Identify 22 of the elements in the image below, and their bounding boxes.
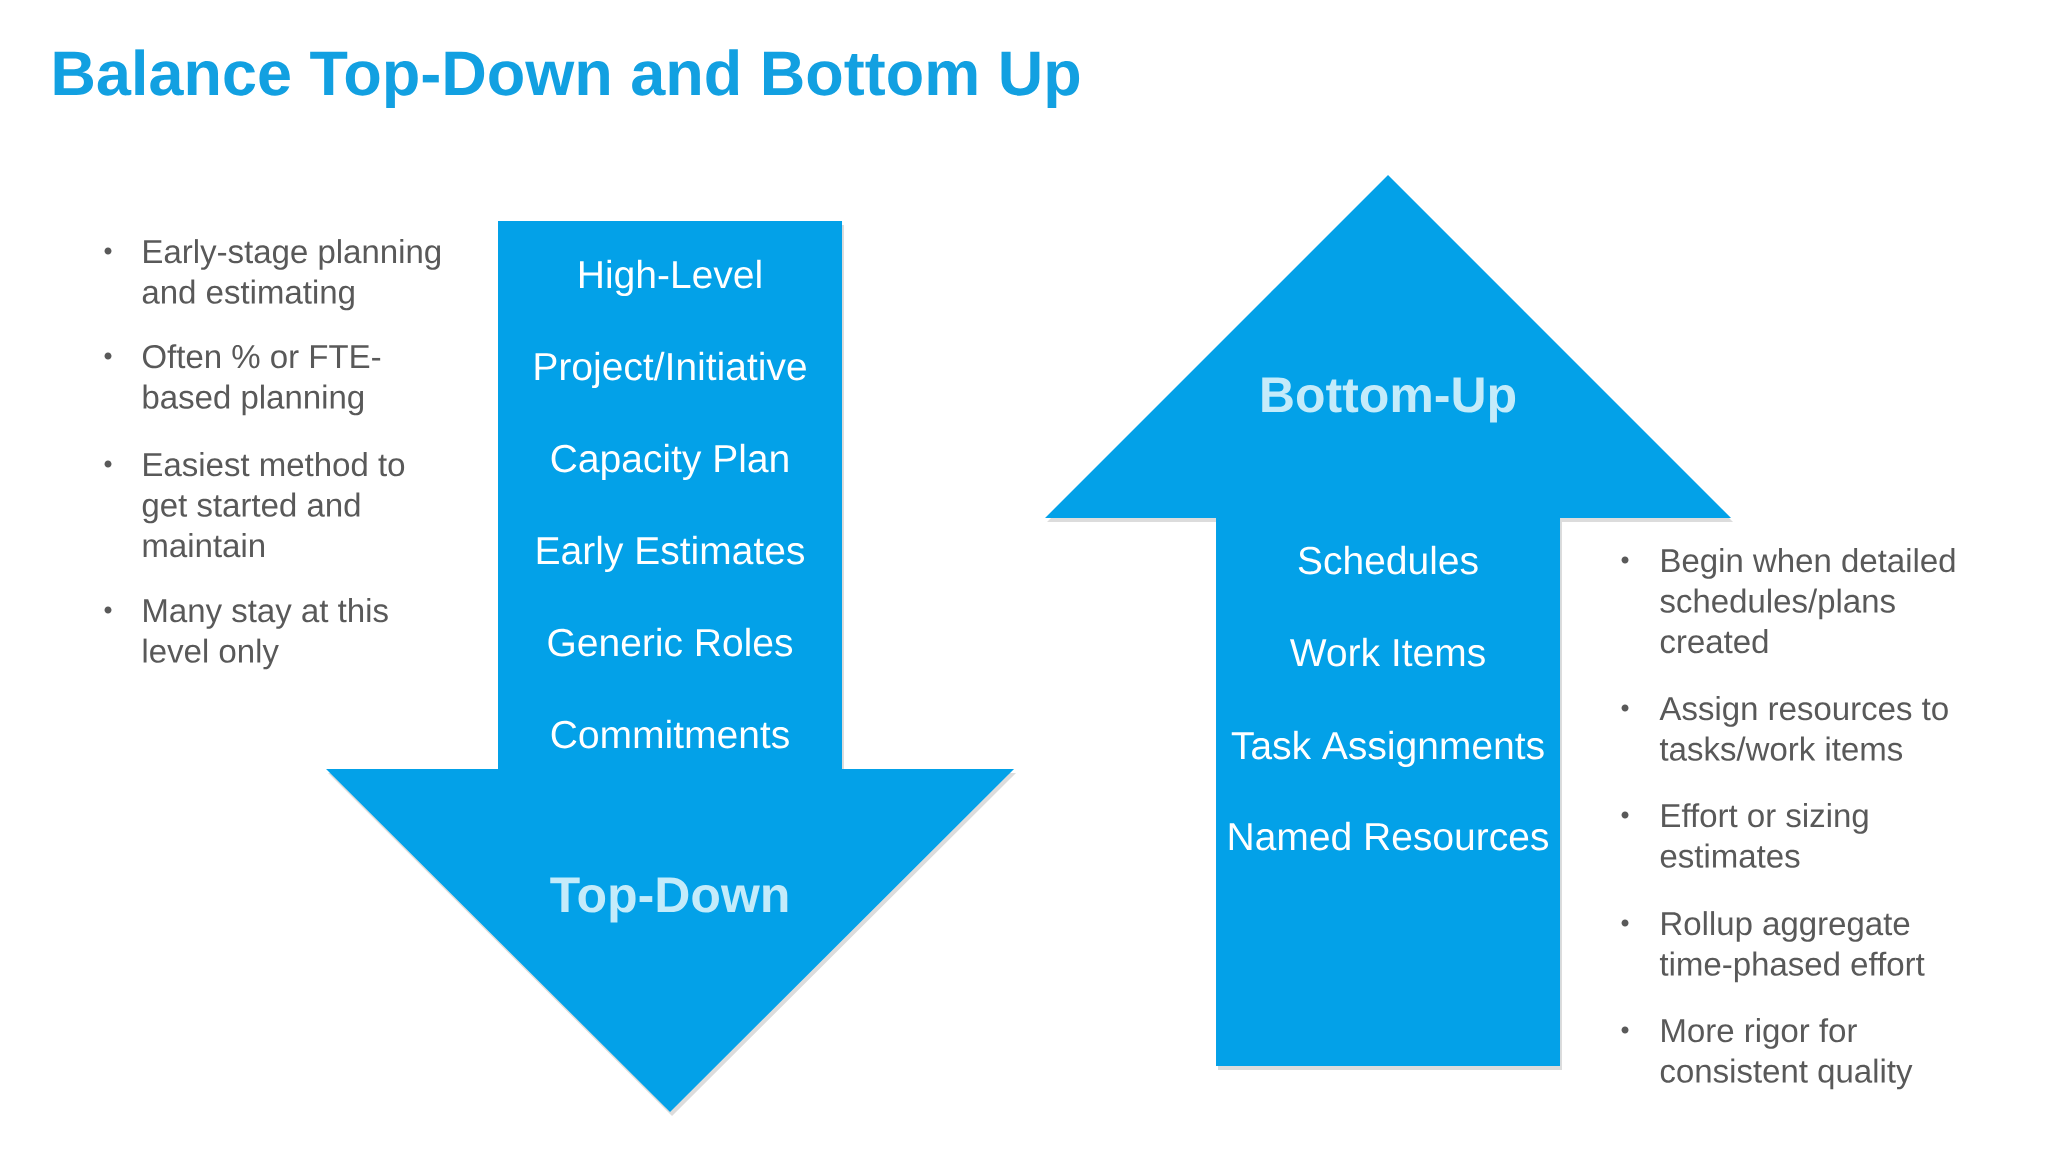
- bullet-text: Effort or sizing estimates: [1660, 803, 1868, 868]
- arrow-text: Generic Roles: [548, 627, 793, 657]
- arrow-text: Early Estimates: [537, 535, 804, 573]
- bullet-text: Many stay at this level only: [143, 598, 388, 670]
- arrow-text: Named Resources: [1229, 821, 1548, 851]
- arrow-text: Work Items: [1289, 637, 1485, 667]
- arrow-heading: Bottom-Up: [1262, 377, 1516, 423]
- slide-title: Balance Top-Down and Bottom Up: [54, 49, 1080, 109]
- bullet-text: Begin when detailed schedules/plans created: [1660, 548, 1955, 654]
- bullet-text: Often % or FTE-based planning: [143, 344, 381, 416]
- bullet-text: Easiest method to get started and maintain: [142, 452, 405, 558]
- arrow-text: Task Assignments: [1231, 730, 1544, 768]
- arrow-heading: Top-Down: [550, 877, 788, 923]
- arrow-text: Project/Initiative: [535, 351, 806, 389]
- bullet-text: Rollup aggregate time-phased effort: [1659, 911, 1925, 983]
- bullet-text: Early-stage planning and estimating: [142, 239, 441, 311]
- arrow-text: Commitments: [551, 719, 789, 749]
- bullet-text: More rigor for consistent quality: [1660, 1018, 1913, 1090]
- arrow-text: High-Level: [580, 259, 761, 297]
- bullet-text: Assign resources to tasks/work items: [1659, 696, 1948, 761]
- arrow-text: Capacity Plan: [551, 443, 788, 481]
- arrow-text: Schedules: [1298, 545, 1478, 575]
